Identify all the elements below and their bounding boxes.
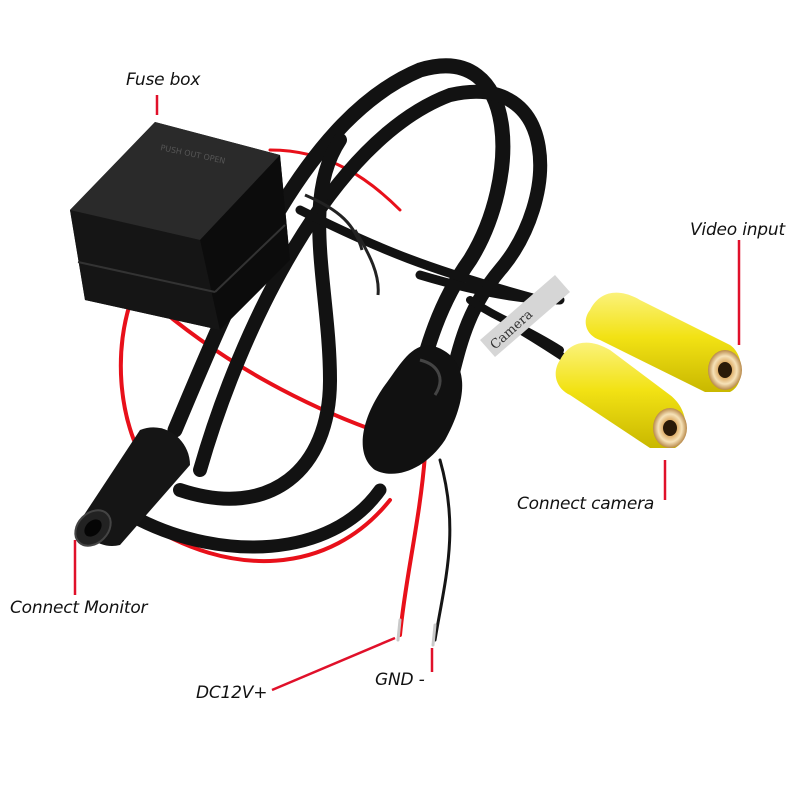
cable-junction — [362, 345, 463, 474]
label-video-input: Video input — [690, 220, 785, 240]
wire-tips — [396, 618, 437, 647]
label-gnd: GND - — [375, 670, 425, 690]
callout-lines — [73, 95, 741, 692]
fuse-box: PUSH OUT OPEN — [70, 122, 290, 330]
label-connect-monitor: Connect Monitor — [10, 598, 148, 618]
cable-ties — [304, 193, 380, 296]
label-fuse-box: Fuse box — [126, 70, 201, 90]
callout-dc12v — [271, 636, 396, 692]
label-connect-camera: Connect camera — [517, 494, 655, 514]
rca-connect-camera — [555, 342, 687, 448]
monitor-connector — [74, 427, 190, 547]
rca-video-input — [585, 292, 742, 392]
label-dc12v: DC12V+ — [196, 683, 268, 703]
